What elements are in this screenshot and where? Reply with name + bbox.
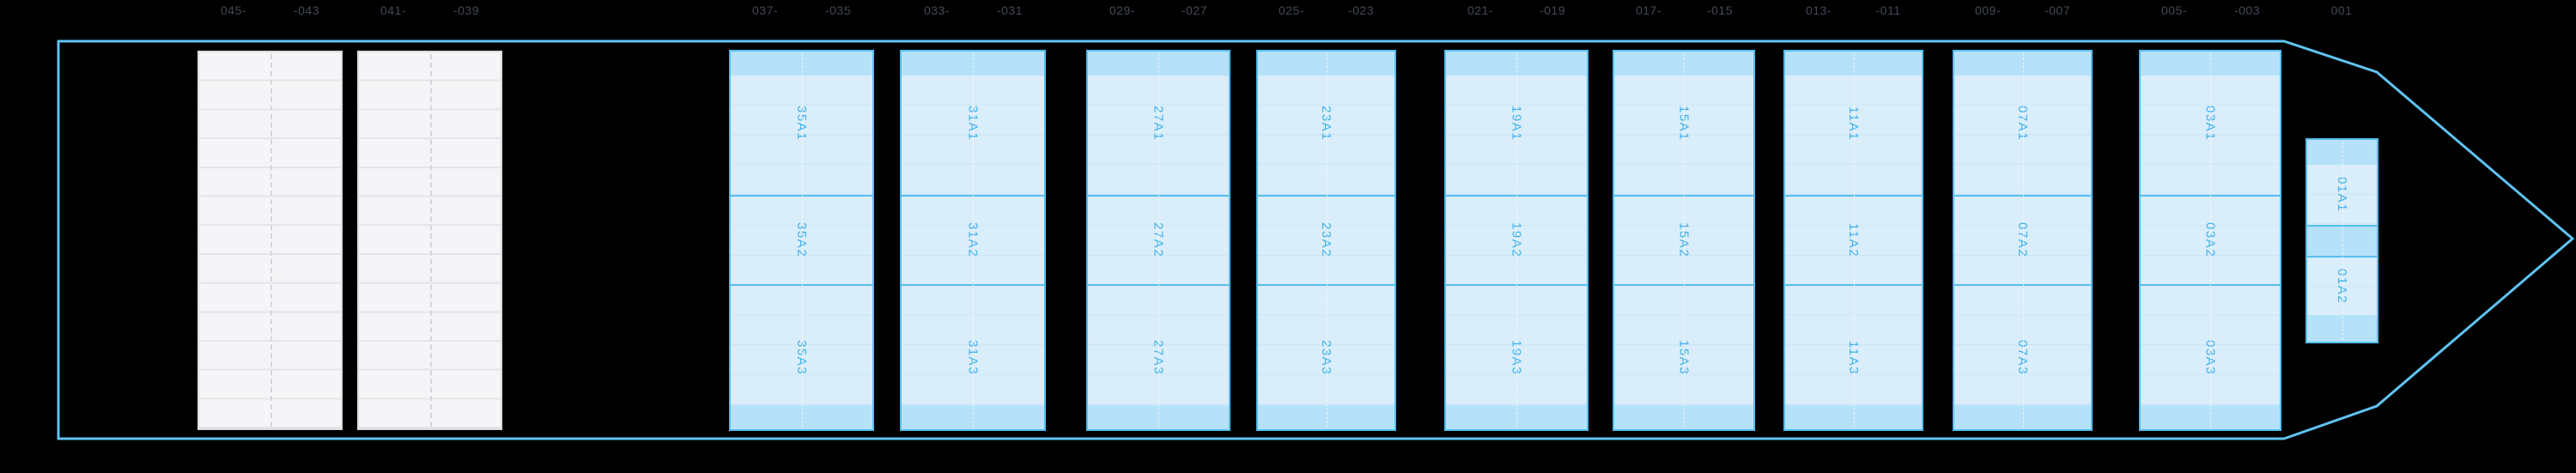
bay-center-dashed-line (2022, 53, 2024, 428)
ruler-label: -043 (293, 3, 320, 17)
ruler-label: -007 (2044, 3, 2071, 17)
ruler-label: 025- (1278, 3, 1305, 17)
ruler-label: 009- (1974, 3, 2002, 17)
bay-center-dashed-line (1516, 53, 1517, 428)
bay-center-dashed-line (801, 53, 803, 428)
ruler-label: 005- (2160, 3, 2188, 17)
ruler-label: 037- (751, 3, 779, 17)
stern-grid-041-039[interactable] (357, 51, 502, 430)
bay-center-dashed-line (1853, 53, 1855, 428)
ruler-label: 045- (220, 3, 247, 17)
stern-grid-045-043[interactable] (197, 51, 343, 430)
ruler-label: -019 (1539, 3, 1566, 17)
ruler-label: 029- (1109, 3, 1136, 17)
ruler-label: 041- (380, 3, 407, 17)
ruler-label: 021- (1467, 3, 1494, 17)
bay-center-dashed-line (2342, 142, 2343, 340)
ruler-label: 001 (2330, 3, 2353, 17)
grid-center-dashed-line (429, 54, 432, 427)
ruler-label: 017- (1635, 3, 1662, 17)
bay-center-dashed-line (1684, 53, 1685, 428)
bay-center-dashed-line (973, 53, 974, 428)
ruler-label: 013- (1805, 3, 1832, 17)
ruler-label: 033- (923, 3, 951, 17)
ruler-label: -015 (1706, 3, 1734, 17)
ruler-label: -039 (453, 3, 480, 17)
ruler-label: -031 (996, 3, 1024, 17)
bay-center-dashed-line (1158, 53, 1159, 428)
ruler-label: -027 (1181, 3, 1208, 17)
ruler-label: -003 (2233, 3, 2261, 17)
ruler-label: -023 (1347, 3, 1375, 17)
ruler-label: -011 (1875, 3, 1901, 17)
bay-center-dashed-line (2210, 53, 2211, 428)
ruler-label: -035 (824, 3, 852, 17)
grid-center-dashed-line (270, 54, 272, 427)
hull-outline-path (57, 39, 2575, 440)
